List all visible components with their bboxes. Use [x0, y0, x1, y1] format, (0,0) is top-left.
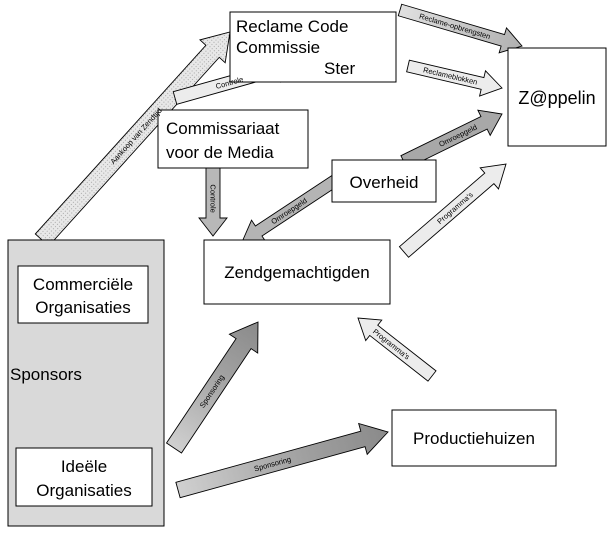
arrow-label-omroepgeld-zend: Omroepgeld: [269, 196, 308, 226]
arrow-sponsoring-zend: [165, 321, 259, 454]
commerciele-line-2: Organisaties: [35, 298, 130, 317]
arrow-shape: [165, 321, 259, 454]
ideele-box: [15, 447, 153, 507]
zendgemachtigden-box: [203, 239, 391, 305]
commissariaat-line-2: voor de Media: [166, 143, 274, 162]
ideele-line-1: Ideële: [61, 457, 107, 476]
productiehuizen-box: [391, 409, 557, 467]
productiehuizen-node: Productiehuizen: [391, 409, 557, 467]
arrow-shape: [406, 59, 503, 97]
ideele-line-2: Organisaties: [36, 481, 131, 500]
arrow-label-programmas-zappelin: Programma's: [435, 190, 475, 226]
arrow-shape: [34, 31, 231, 247]
zendgemachtigden-label: Zendgemachtigden: [224, 263, 370, 282]
productiehuizen-label: Productiehuizen: [413, 429, 535, 448]
overheid-label: Overheid: [350, 173, 419, 192]
zappelin-node: Z@ppelin: [507, 47, 607, 147]
commerciele-box: [17, 265, 149, 324]
arrow-shape: [175, 422, 389, 499]
arrow-reclameblokken: [406, 59, 503, 97]
arrow-shape: [198, 167, 228, 237]
rcc-line-1: Reclame Code: [236, 17, 348, 36]
arrow-label-reclameblokken: Reclameblokken: [422, 65, 478, 86]
reclame-code-commissie-node: Reclame Code Commissie Ster: [229, 11, 397, 83]
arrow-omroepgeld-zend: [241, 174, 340, 243]
arrow-label-reclame-opbrengsten: Reclame-opbrengsten: [418, 12, 491, 42]
rcc-line-2: Commissie: [236, 38, 320, 57]
overheid-box: [331, 159, 437, 203]
zappelin-label: Z@ppelin: [518, 88, 595, 108]
commerciele-line-1: Commerciële: [33, 275, 133, 294]
sponsors-label: Sponsors: [10, 365, 82, 384]
overheid-node: Overheid: [331, 159, 437, 203]
arrow-shape: [241, 174, 340, 243]
zappelin-box: [507, 47, 607, 147]
arrow-programmas-zappelin: [398, 163, 507, 258]
commissariaat-box: [157, 109, 309, 169]
commissariaat-line-1: Commissariaat: [166, 119, 280, 138]
ideele-organisaties-node: Ideële Organisaties: [15, 447, 153, 507]
commerciele-organisaties-node: Commerciële Organisaties: [17, 265, 149, 324]
arrow-aankoop-zendtijd: [34, 31, 231, 247]
commissariaat-node: Commissariaat voor de Media: [157, 109, 309, 169]
arrow-controle-zend: [198, 167, 228, 237]
rcc-line-3: Ster: [324, 59, 356, 78]
arrow-shape: [357, 317, 437, 382]
arrow-sponsoring-productie: [175, 422, 389, 499]
zendgemachtigden-node: Zendgemachtigden: [203, 239, 391, 305]
arrow-label-programmas-productie: Programma's: [371, 327, 412, 362]
arrow-label-aankoop-zendtijd: Aankoop van Zendtijd: [108, 106, 163, 166]
arrow-label-controle-zend: Controle: [208, 184, 217, 212]
rcc-box: [229, 11, 397, 83]
arrow-shape: [398, 163, 507, 258]
arrow-programmas-productie: [357, 317, 437, 382]
